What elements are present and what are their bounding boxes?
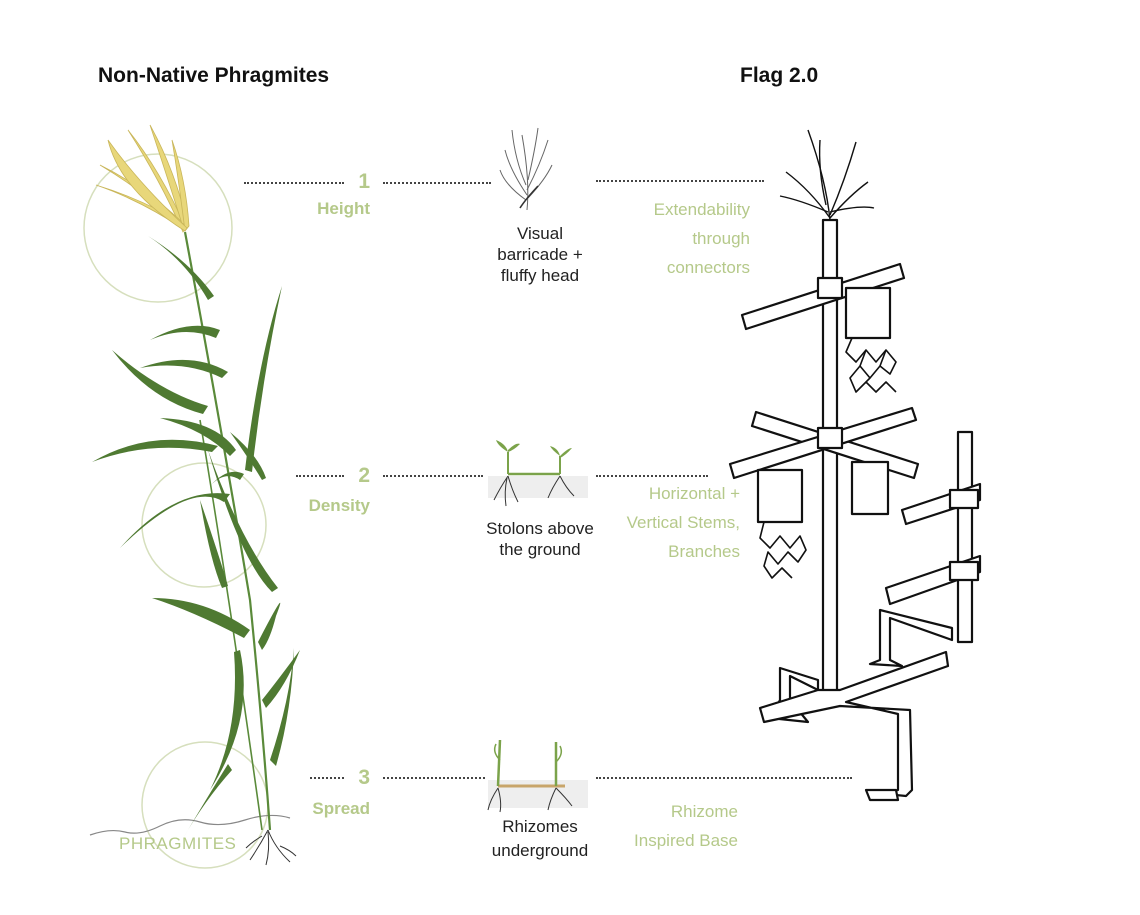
- density-highlight-circle: [141, 462, 267, 588]
- row-3-number: 3: [358, 766, 370, 789]
- height-highlight-circle: [83, 153, 233, 303]
- row-3-feature: Rhizomes underground: [491, 817, 589, 860]
- row-1-left-connector: [244, 182, 344, 184]
- flag-structure-sketch: [728, 129, 982, 802]
- stolon-sketch-icon: [488, 440, 588, 507]
- left-heading: Non-Native Phragmites: [98, 64, 330, 87]
- ground-line: [89, 814, 291, 836]
- row-1-adaptation: Extendability through connectors: [653, 200, 750, 277]
- row-2-adaptation: Horizontal + Vertical Stems, Branches: [626, 484, 740, 561]
- row-2-left-connector: [296, 475, 344, 477]
- row-3-trait: Spread: [312, 799, 370, 818]
- row-1-number: 1: [358, 170, 370, 193]
- row-2-right-connector: [596, 475, 708, 477]
- plume-sketch-icon: [499, 127, 553, 211]
- row-1-trait: Height: [317, 199, 370, 218]
- row-1-feature: Visual barricade + fluffy head: [497, 224, 583, 285]
- row-2-trait: Density: [308, 496, 370, 515]
- row-3-left-connector: [310, 777, 344, 779]
- right-heading: Flag 2.0: [740, 64, 819, 87]
- row-2-feature: Stolons above the ground: [486, 519, 594, 559]
- plume: [95, 124, 190, 233]
- phragmites-plant-illustration: [83, 124, 300, 869]
- row-2-number: 2: [358, 464, 370, 487]
- row-3-adaptation: Rhizome Inspired Base: [634, 802, 738, 850]
- phragmites-label: PHRAGMITES: [119, 834, 237, 853]
- row-1-right-connector: [596, 180, 764, 182]
- row-3-mid-connector: [383, 777, 485, 779]
- row-3-right-connector: [596, 777, 852, 779]
- rhizome-sketch-icon: [487, 739, 588, 813]
- row-2-mid-connector: [383, 475, 483, 477]
- row-1-mid-connector: [383, 182, 491, 184]
